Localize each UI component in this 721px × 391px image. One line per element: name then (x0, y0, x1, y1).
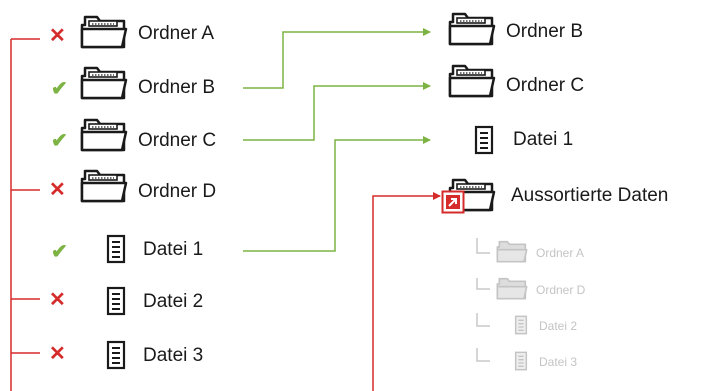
arrow-ordner-b (243, 28, 431, 89)
item-label: Ordner C (138, 130, 217, 151)
item-label: Datei 1 (143, 239, 204, 260)
item-label: Datei 3 (539, 355, 578, 369)
item-label: Ordner C (506, 75, 585, 96)
item-label: Ordner A (536, 246, 585, 260)
item-label: Ordner A (138, 23, 215, 44)
item-label: Ordner B (506, 21, 584, 42)
cross-icon: ✕ (49, 343, 66, 365)
folder-icon (448, 64, 496, 98)
cross-icon: ✕ (49, 179, 66, 201)
item-label: Ordner D (138, 181, 217, 202)
item-label: Ordner B (138, 77, 216, 98)
document-icon (514, 351, 528, 371)
checkmark-icon: ✔ (51, 78, 68, 100)
document-icon (474, 125, 494, 155)
item-label: Datei 3 (143, 345, 204, 366)
folder-icon (80, 118, 128, 152)
document-icon (514, 315, 528, 335)
item-label: Datei 2 (539, 319, 578, 333)
document-icon (106, 286, 126, 316)
sorted-out-tree (476, 238, 490, 362)
arrow-datei-1 (243, 136, 431, 252)
rejected-arrow (372, 192, 441, 391)
checkmark-icon: ✔ (51, 130, 68, 152)
arrow-ordner-c (243, 82, 431, 141)
item-label: Datei 1 (513, 129, 574, 150)
item-label: Aussortierte Daten (511, 185, 669, 206)
document-icon (106, 340, 126, 370)
folder-icon (496, 240, 528, 263)
checkmark-icon: ✔ (51, 241, 68, 263)
cross-icon: ✕ (49, 25, 66, 47)
document-icon (106, 234, 126, 264)
rejected-connector (10, 38, 40, 391)
folder-icon (80, 169, 128, 203)
accepted-arrows (243, 28, 431, 252)
folder-icon (80, 15, 128, 49)
folder-icon (448, 12, 496, 46)
shortcut-arrow-icon (441, 190, 465, 214)
folder-icon (80, 66, 128, 100)
item-label: Ordner D (536, 283, 586, 297)
cross-icon: ✕ (49, 289, 66, 311)
folder-icon (496, 277, 528, 300)
item-label: Datei 2 (143, 291, 204, 312)
